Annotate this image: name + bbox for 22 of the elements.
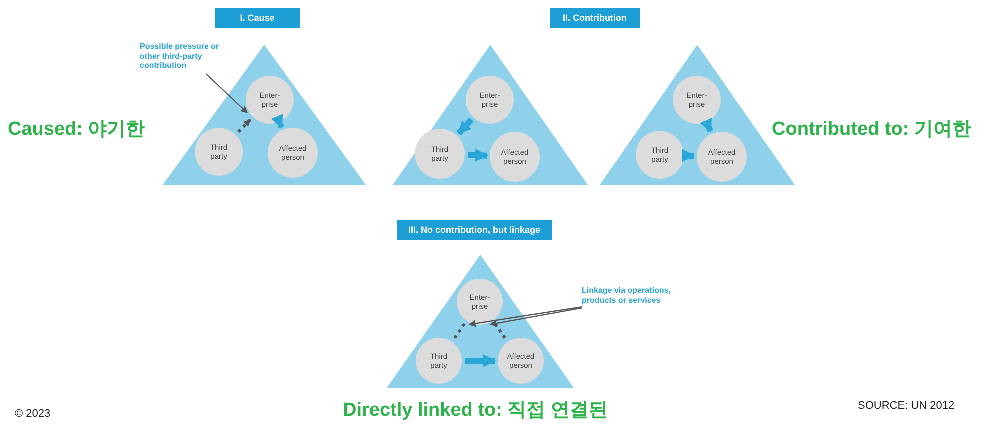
leader-line bbox=[206, 74, 248, 114]
section-title: III. No contribution, but linkage bbox=[397, 220, 552, 240]
block-arrow bbox=[465, 354, 496, 368]
annotation-text: Linkage via operations, products or services bbox=[582, 286, 698, 312]
source-note: SOURCE: UN 2012 bbox=[858, 400, 955, 412]
section-title: I. Cause bbox=[215, 8, 300, 28]
dotted-connector bbox=[453, 323, 466, 340]
block-arrow bbox=[468, 148, 488, 162]
block-arrow bbox=[682, 149, 696, 162]
block-arrow bbox=[271, 114, 285, 129]
annotation-text: Possible pressure or other third-party contribution bbox=[140, 42, 236, 74]
leader-line bbox=[490, 308, 582, 327]
dotted-connector bbox=[238, 118, 252, 134]
side-caption: Contributed to: 기여한 bbox=[772, 118, 972, 142]
block-arrow bbox=[456, 118, 474, 136]
block-arrow bbox=[700, 118, 714, 133]
copyright-note: © 2023 bbox=[15, 408, 51, 420]
bottom-caption: Directly linked to: 직접 연결된 bbox=[343, 399, 608, 423]
side-caption: Caused: 야기한 bbox=[8, 118, 146, 142]
dotted-connector bbox=[494, 323, 507, 340]
section-title: II. Contribution bbox=[550, 8, 640, 28]
leader-line bbox=[468, 306, 582, 328]
